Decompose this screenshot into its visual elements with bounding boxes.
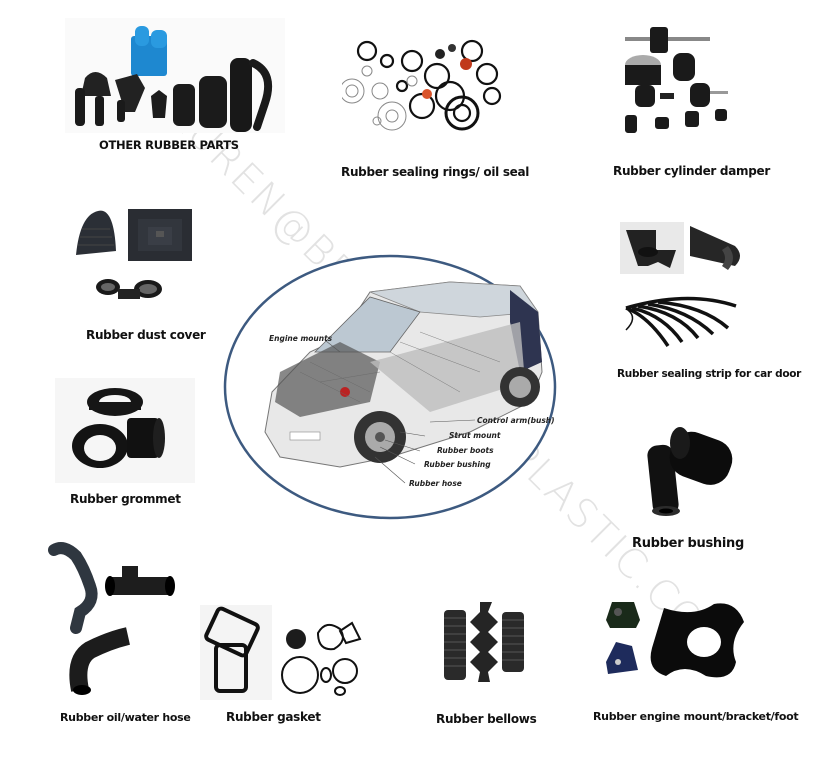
sealing-rings-image bbox=[339, 36, 512, 136]
bushing-image bbox=[630, 425, 750, 525]
product-label-bellows: Rubber bellows bbox=[436, 712, 537, 726]
cylinder-damper-image bbox=[615, 25, 765, 140]
other-rubber-parts-image bbox=[65, 18, 285, 133]
product-label-hose: Rubber oil/water hose bbox=[60, 711, 191, 724]
bellows-image bbox=[440, 600, 530, 690]
gasket-image bbox=[200, 605, 365, 700]
callout-engine-mounts: Engine mounts bbox=[269, 334, 333, 343]
product-label-gasket: Rubber gasket bbox=[226, 710, 321, 724]
callout-strut-mount: Strut mount bbox=[449, 431, 501, 440]
product-label-other-rubber-parts: OTHER RUBBER PARTS bbox=[99, 138, 239, 152]
product-label-cylinder-damper: Rubber cylinder damper bbox=[613, 164, 770, 178]
callout-rubber-bushing: Rubber bushing bbox=[424, 460, 491, 469]
hose-image bbox=[40, 540, 190, 700]
product-label-bushing: Rubber bushing bbox=[632, 536, 745, 551]
callout-control-arm: Control arm(bush) bbox=[477, 416, 555, 425]
callout-rubber-boots: Rubber boots bbox=[437, 446, 494, 455]
product-label-sealing-rings: Rubber sealing rings/ oil seal bbox=[341, 165, 530, 179]
product-label-engine-mount: Rubber engine mount/bracket/foot bbox=[593, 710, 799, 723]
sealing-strip-image bbox=[618, 220, 753, 360]
product-label-sealing-strip: Rubber sealing strip for car door bbox=[617, 368, 802, 380]
grommet-image bbox=[55, 378, 195, 483]
car-diagram: Engine mounts Control arm(bush) Strut mo… bbox=[220, 252, 560, 522]
product-label-grommet: Rubber grommet bbox=[70, 492, 181, 506]
callout-rubber-hose: Rubber hose bbox=[409, 479, 462, 488]
engine-mount-image bbox=[600, 590, 770, 695]
product-label-dust-cover: Rubber dust cover bbox=[86, 328, 206, 342]
dust-cover-image bbox=[68, 205, 196, 305]
